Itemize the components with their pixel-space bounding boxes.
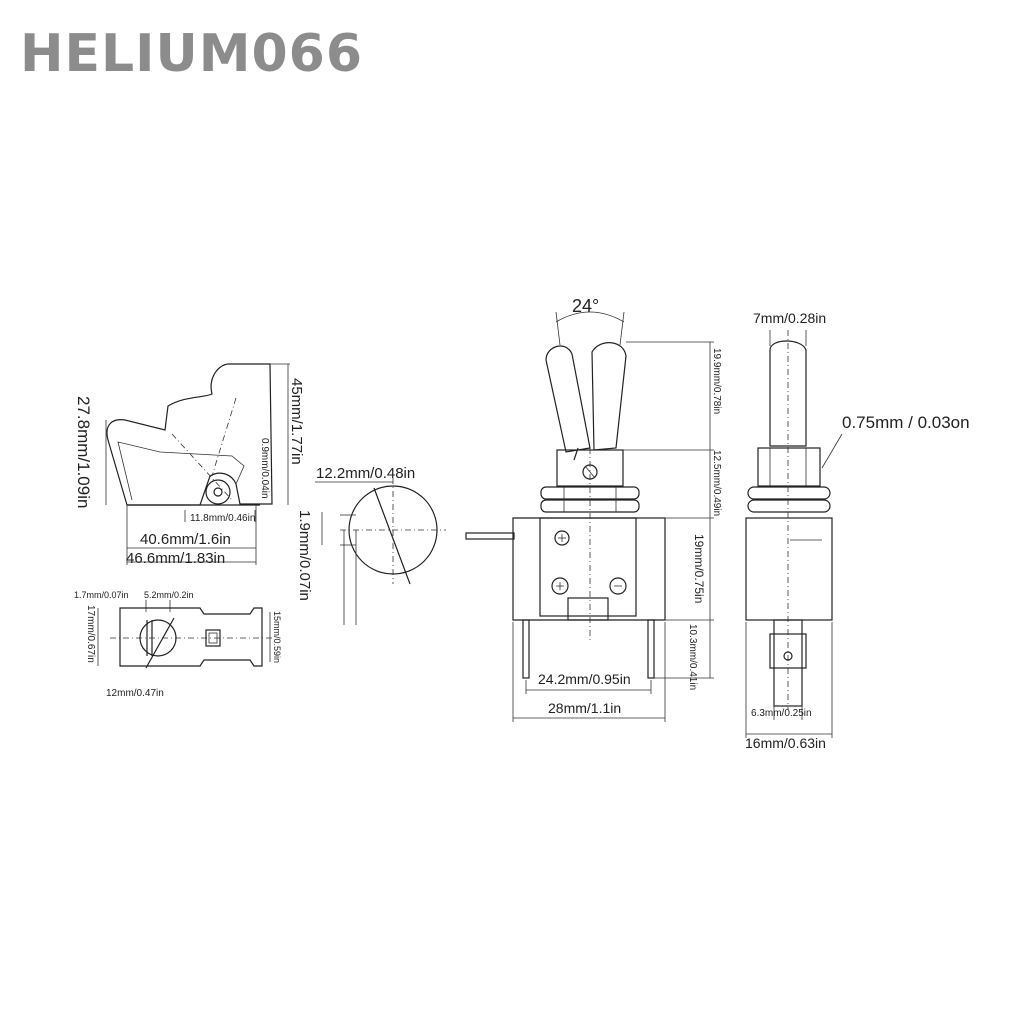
dim-front-lever-199: 19.9mm/0.78in <box>711 348 722 414</box>
toggle-lever-left <box>545 345 591 453</box>
dim-base-15: 15mm/0.59in <box>272 611 282 663</box>
dim-cover-len-466: 46.6mm/1.83in <box>126 550 225 567</box>
base-plate <box>119 607 263 667</box>
dim-side-thread-075: 0.75mm / 0.03on <box>842 413 970 432</box>
bushing <box>556 449 624 487</box>
cover-outline <box>106 363 273 506</box>
side-lever <box>769 340 807 447</box>
watermark-logo: HELIUM066 <box>20 24 364 84</box>
dim-cover-base-118: 11.8mm/0.46in <box>190 513 255 524</box>
dim-cover-len-406: 40.6mm/1.6in <box>140 531 231 548</box>
dim-base-52: 5.2mm/0.2in <box>144 590 194 600</box>
dim-front-bush-125: 12.5mm/0.49in <box>711 450 722 516</box>
dim-cover-height-27: 27.8mm/1.09in <box>74 396 93 508</box>
dim-side-tab-63: 6.3mm/0.25in <box>751 708 812 719</box>
dim-front-width-28: 28mm/1.1in <box>548 700 621 716</box>
safety-cover-view <box>105 363 290 565</box>
side-body <box>745 517 833 621</box>
side-tab <box>773 619 803 707</box>
dim-side-depth-16: 16mm/0.63in <box>745 735 826 751</box>
cover-hinge <box>205 479 231 505</box>
dim-pivot-dia-122: 12.2mm/0.48in <box>316 465 415 482</box>
dim-base-17a: 1.7mm/0.07in <box>74 590 129 600</box>
dim-front-body-19: 19mm/0.75in <box>692 534 706 603</box>
dim-front-angle: 24° <box>572 296 599 316</box>
base-pivot-hole <box>139 619 177 657</box>
base-view <box>97 600 272 669</box>
switch-side-view <box>745 330 843 738</box>
cover-inner <box>117 441 245 501</box>
dim-front-pitch-242: 24.2mm/0.95in <box>538 671 631 687</box>
dim-side-lever-7: 7mm/0.28in <box>753 310 826 326</box>
pivot-disc-view <box>315 478 446 625</box>
switch-front-view <box>465 311 714 722</box>
dim-pivot-thk-19: 1.9mm/0.07in <box>296 510 313 601</box>
toggle-lever-right <box>591 342 627 451</box>
dim-cover-height-45: 45mm/1.77in <box>288 378 305 465</box>
dim-base-12: 12mm/0.47in <box>106 688 164 699</box>
dim-base-17b: 17mm/0.67in <box>85 605 96 663</box>
dim-cover-gap-09: 0.9mm/0.04in <box>259 438 270 499</box>
switch-body <box>512 517 666 621</box>
side-bushing <box>757 447 821 487</box>
dim-front-term-103: 10.3mm/0.41in <box>687 624 698 690</box>
